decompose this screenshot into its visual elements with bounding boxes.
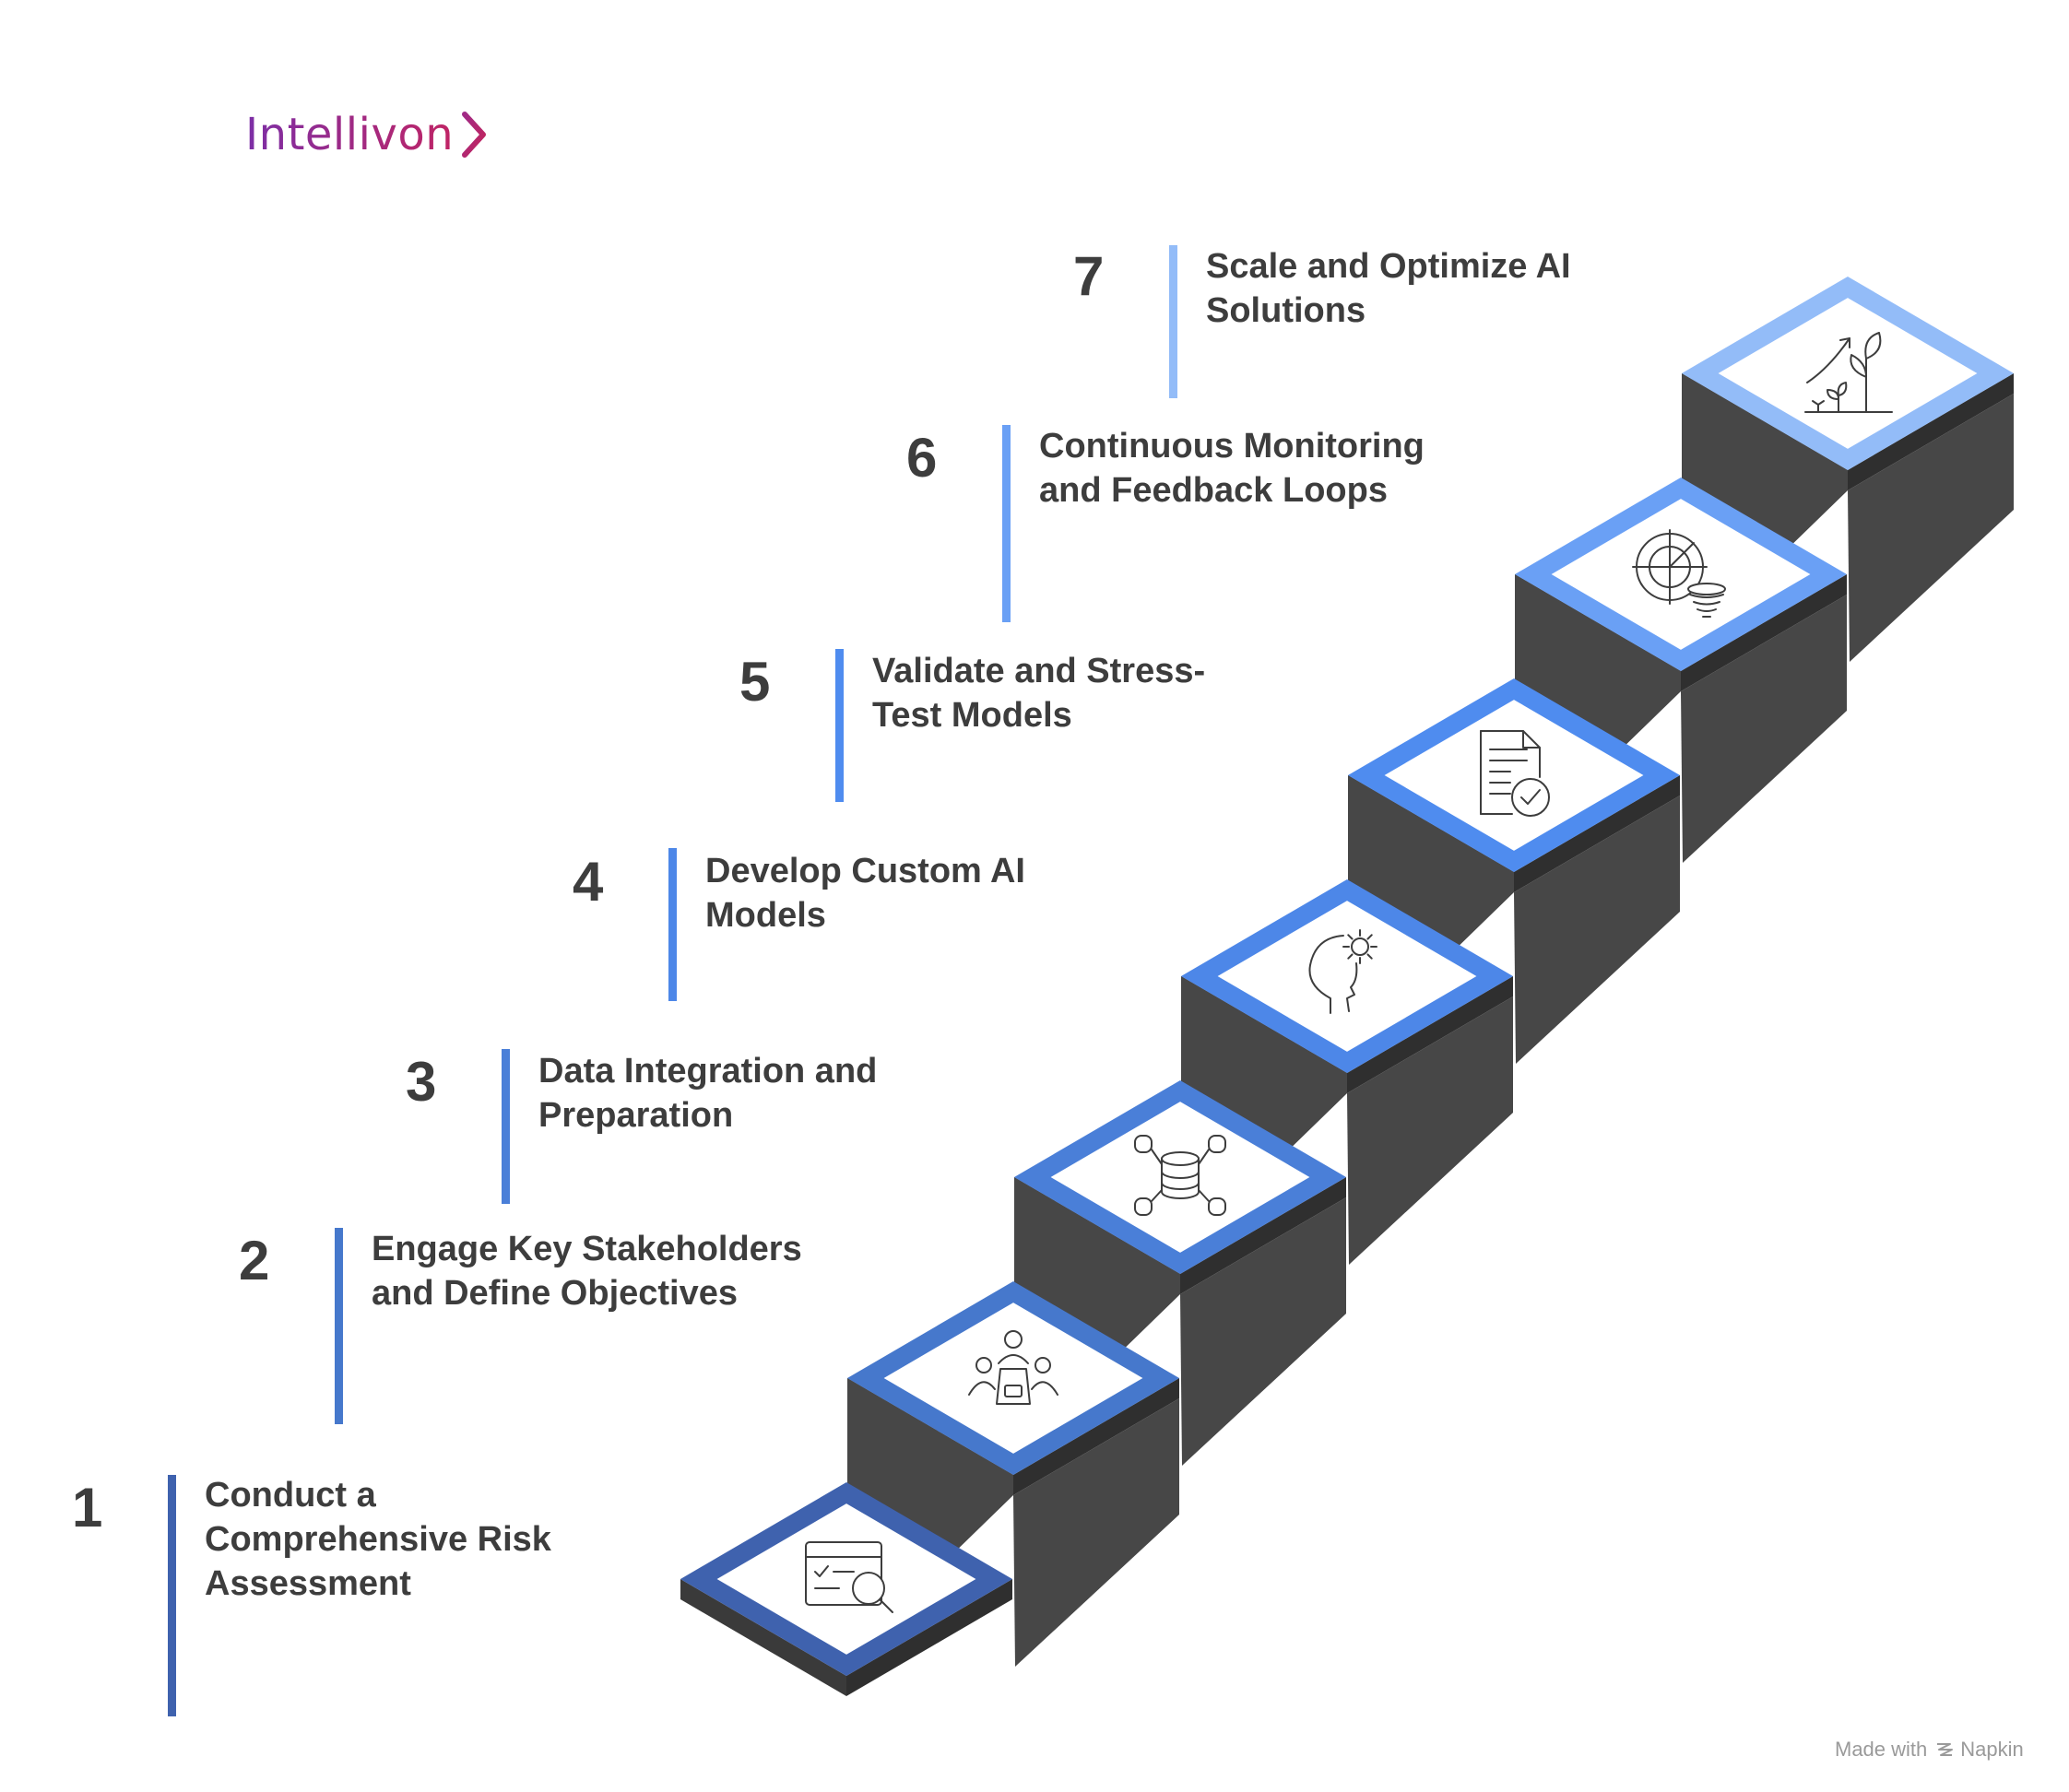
step-bar-7 xyxy=(1169,245,1177,398)
stair-step-6 xyxy=(1514,477,1847,863)
step-label-5: Validate and Stress- Test Models xyxy=(872,652,1206,735)
stair-left-face xyxy=(680,1579,846,1696)
stair-riser-side xyxy=(1180,1197,1346,1466)
napkin-icon xyxy=(1937,1743,1954,1756)
growth-plant-icon xyxy=(1804,332,1893,413)
step-number-6: 6 xyxy=(906,427,938,489)
stair-step-2 xyxy=(846,1281,1179,1667)
step-label-7: Scale and Optimize AI Solutions xyxy=(1206,247,1571,330)
stair-right-face xyxy=(1180,1177,1346,1294)
step-bar-3 xyxy=(502,1049,510,1204)
step-label-4: Develop Custom AI Models xyxy=(705,852,1025,935)
step-bar-6 xyxy=(1002,425,1011,622)
radar-funnel-icon xyxy=(1632,529,1726,618)
step-bar-5 xyxy=(835,649,844,802)
stair-riser-side xyxy=(1013,1398,1179,1667)
stair-right-face xyxy=(846,1579,1012,1696)
stair-tread-inner xyxy=(1551,499,1811,650)
step-number-5: 5 xyxy=(739,651,771,713)
footer-prefix: Made with xyxy=(1835,1738,1928,1761)
stair-right-face xyxy=(1848,373,2014,490)
stair-right-face xyxy=(1347,976,1513,1093)
step-label-2: Engage Key Stakeholders and Define Objec… xyxy=(372,1230,802,1313)
step-label-1: Conduct a Comprehensive Risk Assessment xyxy=(205,1476,551,1603)
step-label-6: Continuous Monitoring and Feedback Loops xyxy=(1039,427,1425,510)
meeting-table-icon xyxy=(968,1330,1058,1405)
stair-tread-inner xyxy=(716,1503,976,1655)
step-number-3: 3 xyxy=(406,1051,437,1113)
document-check-icon xyxy=(1480,730,1550,817)
stair-riser-side xyxy=(1681,595,1847,863)
stair-riser-side xyxy=(1514,796,1680,1064)
checklist-search-icon xyxy=(805,1541,893,1613)
stair-step-3 xyxy=(1013,1080,1346,1466)
step-number-1: 1 xyxy=(72,1477,103,1539)
stair-right-face xyxy=(1514,775,1680,892)
brand-logo: Intellivon xyxy=(245,109,491,160)
stair-right-face xyxy=(1013,1378,1179,1495)
stair-riser-side xyxy=(1347,996,1513,1265)
brand-name: Intellivon xyxy=(245,109,455,160)
chevron-right-icon xyxy=(462,112,487,158)
stair-tread-inner xyxy=(1384,700,1644,851)
footer-brand: Napkin xyxy=(1960,1738,2024,1761)
stair-tread-inner xyxy=(1217,901,1477,1052)
step-bar-2 xyxy=(335,1228,343,1424)
made-with-napkin: Made with Napkin xyxy=(1835,1738,2024,1762)
stair-step-1 xyxy=(680,1482,1012,1696)
head-gear-icon xyxy=(1308,929,1377,1014)
step-label-3: Data Integration and Preparation xyxy=(538,1052,878,1135)
stair-riser-side xyxy=(1848,394,2014,662)
stair-tread-inner xyxy=(1718,298,1978,449)
stair-step-7 xyxy=(1681,277,2014,662)
stair-tread-inner xyxy=(883,1303,1143,1454)
step-bar-1 xyxy=(168,1475,176,1716)
step-number-4: 4 xyxy=(573,851,604,913)
step-number-7: 7 xyxy=(1073,245,1105,307)
step-bar-4 xyxy=(668,848,677,1001)
step-number-2: 2 xyxy=(239,1230,270,1291)
database-network-icon xyxy=(1134,1135,1226,1216)
stair-right-face xyxy=(1681,574,1847,691)
